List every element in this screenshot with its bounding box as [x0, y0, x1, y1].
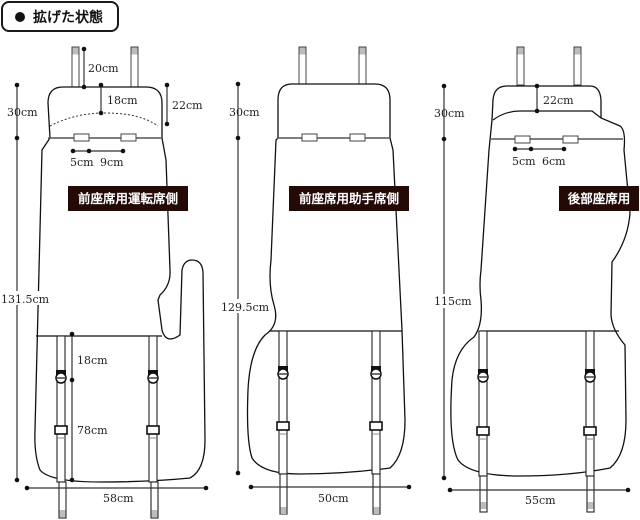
- panel-label: 後部座席用: [568, 191, 631, 206]
- panel-outline: [246, 83, 406, 475]
- panel-driver-side: 前座席用運転席側 20cm 18cm 22cm 30cm 131.5cm 5cm…: [0, 46, 209, 519]
- dim-top-flap-side: 22cm: [172, 99, 203, 112]
- title-badge: 拡げた状態: [1, 1, 119, 32]
- strap-right: [369, 330, 383, 515]
- panel-passenger-side: 前座席用助手席側 30cm 129.5cm 50cm: [220, 46, 412, 515]
- panel-outline: [450, 85, 631, 477]
- dim-top-flap: 18cm: [107, 94, 138, 107]
- panel-label-bg: [68, 186, 188, 211]
- dim-total-height: 115cm: [434, 295, 472, 308]
- top-tab-right: [130, 46, 139, 88]
- dim-buckle-gap-2: 6cm: [542, 155, 566, 168]
- dim-top-strap: 20cm: [88, 62, 119, 75]
- panel-label: 前座席用助手席側: [299, 191, 399, 206]
- top-tab-right: [358, 46, 367, 86]
- dim-buckle-gap-2: 9cm: [100, 156, 124, 169]
- dim-width: 58cm: [103, 492, 134, 505]
- dim-head-height: 30cm: [7, 106, 38, 119]
- strap-left: [276, 330, 290, 515]
- dim-width: 50cm: [318, 492, 349, 505]
- dim-total-height: 131.5cm: [1, 293, 50, 306]
- dim-total-height: 129.5cm: [221, 301, 270, 314]
- dim-head-height: 30cm: [229, 106, 260, 119]
- top-tab-left: [298, 46, 307, 86]
- dim-width: 55cm: [525, 494, 556, 507]
- strap-left: [54, 335, 68, 519]
- bullet-icon: [15, 11, 25, 22]
- dim-head-height: 30cm: [434, 107, 465, 120]
- dim-buckle-gap-1: 5cm: [512, 155, 536, 168]
- strap-left: [476, 330, 490, 513]
- panel-label-bg: [559, 186, 639, 211]
- dim-strap-upper: 18cm: [77, 354, 108, 367]
- strap-right: [583, 330, 597, 513]
- top-tab-right: [573, 46, 582, 86]
- top-tab-left: [71, 46, 80, 88]
- panel-outline: [34, 86, 206, 483]
- dim-strap-lower: 78cm: [77, 424, 108, 437]
- strap-right: [146, 335, 160, 519]
- panel-rear-seat: 後部座席用 22cm 30cm 115cm 5cm 6cm 55cm: [432, 46, 639, 513]
- top-tab-left: [516, 46, 525, 86]
- panel-label-bg: [289, 186, 409, 211]
- title-text: 拡げた状態: [33, 9, 103, 26]
- dim-buckle-gap-1: 5cm: [70, 156, 94, 169]
- dim-top-flap: 22cm: [543, 94, 574, 107]
- panel-label: 前座席用運転席側: [78, 191, 178, 206]
